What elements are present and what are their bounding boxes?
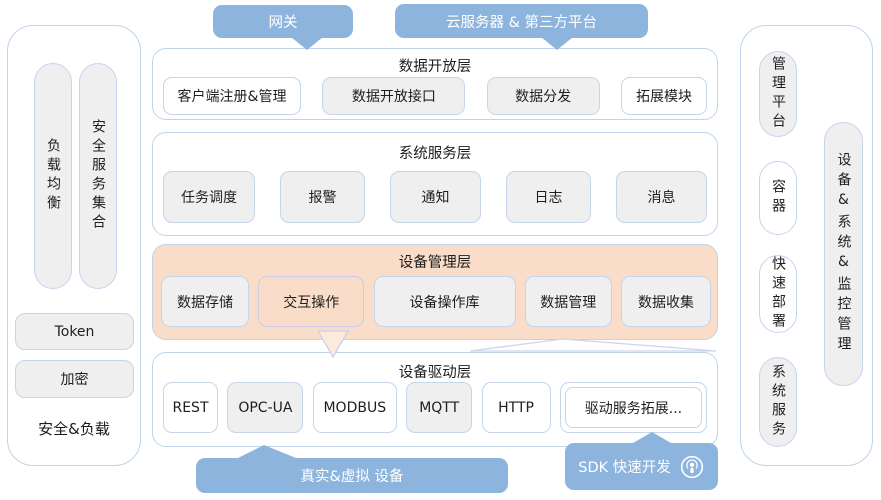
- device-operation-lib-box: 设备操作库: [373, 276, 516, 327]
- device-management-layer: 设备管理层 数据存储 交互操作 设备操作库 数据管理 数据收集: [152, 244, 718, 340]
- system-service-layer-title: 系统服务层: [398, 146, 472, 162]
- data-collection-label: 数据收集: [638, 294, 694, 311]
- encryption-box: 加密: [15, 360, 134, 398]
- data-storage-label: 数据存储: [177, 294, 233, 311]
- arrow-up-icon: [238, 445, 296, 458]
- data-open-layer: 数据开放层 客户端注册&管理 数据开放接口 数据分发 拓展模块: [152, 48, 718, 120]
- log-label: 日志: [534, 190, 563, 206]
- task-schedule-box: 任务调度: [163, 171, 255, 223]
- gateway-banner: 网关: [213, 5, 353, 50]
- rest-label: REST: [172, 399, 209, 416]
- message-label: 消息: [647, 190, 676, 206]
- arrow-down-icon: [541, 37, 573, 50]
- left-panel-footer: 安全&负载: [38, 420, 110, 438]
- data-open-layer-row: 客户端注册&管理 数据开放接口 数据分发 拓展模块: [163, 77, 707, 115]
- podcast-icon: [679, 454, 705, 480]
- load-balance-label: 负载均衡: [45, 138, 61, 214]
- management-platform-label: 管理平台: [770, 56, 786, 132]
- container-label: 容器: [770, 179, 786, 217]
- rest-box: REST: [163, 382, 218, 433]
- devices-banner-label: 真实&虚拟 设备: [300, 469, 404, 485]
- device-driver-layer-title: 设备驱动层: [398, 365, 472, 381]
- connector-chevron-icon: [469, 338, 717, 352]
- data-open-layer-title: 数据开放层: [398, 59, 472, 75]
- extension-module-box: 拓展模块: [620, 77, 707, 115]
- monitor-management-label: 设备&系统&监控管理: [835, 152, 852, 356]
- rapid-deploy-label: 快速部署: [770, 256, 786, 332]
- device-management-layer-row: 数据存储 交互操作 设备操作库 数据管理 数据收集: [161, 276, 711, 327]
- arrow-up-icon: [633, 432, 671, 443]
- data-distribution-label: 数据分发: [515, 89, 572, 105]
- opc-ua-label: OPC-UA: [238, 399, 293, 416]
- data-storage-box: 数据存储: [161, 276, 249, 327]
- left-security-load-panel: 负载均衡 安全服务集合 Token 加密 安全&负载: [7, 25, 141, 466]
- system-service-label: 系统服务: [770, 364, 786, 440]
- monitor-management-pill: 设备&系统&监控管理: [824, 122, 863, 386]
- cloud-banner-label: 云服务器 & 第三方平台: [445, 14, 598, 31]
- http-box: HTTP: [481, 382, 551, 433]
- system-service-layer: 系统服务层 任务调度 报警 通知 日志 消息: [152, 132, 718, 236]
- extension-module-label: 拓展模块: [635, 89, 692, 105]
- interactive-operation-label: 交互操作: [283, 294, 340, 311]
- client-register-box: 客户端注册&管理: [163, 77, 301, 115]
- device-management-layer-title: 设备管理层: [398, 255, 472, 271]
- mqtt-box: MQTT: [406, 382, 473, 433]
- gateway-banner-label: 网关: [268, 15, 298, 31]
- devices-banner: 真实&虚拟 设备: [196, 445, 508, 493]
- message-box: 消息: [616, 171, 707, 223]
- opc-ua-box: OPC-UA: [227, 382, 304, 433]
- notification-box: 通知: [390, 171, 481, 223]
- cloud-banner: 云服务器 & 第三方平台: [395, 4, 648, 50]
- modbus-label: MODBUS: [323, 399, 387, 416]
- log-box: 日志: [506, 171, 591, 223]
- alarm-label: 报警: [308, 190, 337, 206]
- load-balance-pill: 负载均衡: [34, 63, 72, 289]
- http-label: HTTP: [498, 399, 534, 416]
- alarm-box: 报警: [280, 171, 365, 223]
- token-box: Token: [15, 313, 134, 350]
- device-operation-lib-label: 设备操作库: [409, 294, 480, 311]
- rapid-deploy-pill: 快速部署: [759, 255, 797, 333]
- token-label: Token: [54, 323, 95, 340]
- data-distribution-box: 数据分发: [486, 77, 600, 115]
- device-driver-layer-row: REST OPC-UA MODBUS MQTT HTTP 驱动服务拓展...: [163, 382, 707, 433]
- sdk-banner: SDK 快速开发: [565, 432, 718, 490]
- sdk-banner-label: SDK 快速开发: [578, 460, 671, 476]
- system-service-pill: 系统服务: [759, 357, 797, 447]
- right-management-panel: 管理平台 容器 快速部署 系统服务 设备&系统&监控管理: [740, 25, 873, 466]
- mqtt-label: MQTT: [419, 399, 460, 416]
- security-services-label: 安全服务集合: [90, 119, 106, 233]
- security-services-pill: 安全服务集合: [79, 63, 117, 289]
- data-collection-box: 数据收集: [621, 276, 711, 327]
- driver-extension-label: 驱动服务拓展...: [584, 400, 683, 417]
- data-open-api-box: 数据开放接口: [322, 77, 466, 115]
- client-register-label: 客户端注册&管理: [177, 89, 287, 105]
- management-platform-pill: 管理平台: [759, 51, 797, 137]
- driver-extension-box: 驱动服务拓展...: [559, 382, 707, 433]
- container-pill: 容器: [759, 161, 797, 235]
- data-open-api-label: 数据开放接口: [351, 89, 436, 105]
- data-management-label: 数据管理: [540, 294, 597, 311]
- modbus-box: MODBUS: [312, 382, 397, 433]
- driver-extension-inner-border: 驱动服务拓展...: [564, 387, 702, 428]
- system-service-layer-row: 任务调度 报警 通知 日志 消息: [163, 171, 707, 223]
- arrow-down-icon: [291, 37, 323, 50]
- encryption-label: 加密: [60, 372, 89, 388]
- task-schedule-label: 任务调度: [181, 190, 237, 206]
- device-driver-layer: 设备驱动层 REST OPC-UA MODBUS MQTT HTTP 驱动服务拓…: [152, 352, 718, 447]
- data-management-box: 数据管理: [524, 276, 612, 327]
- interactive-operation-box: 交互操作: [258, 276, 365, 327]
- notification-label: 通知: [421, 190, 450, 206]
